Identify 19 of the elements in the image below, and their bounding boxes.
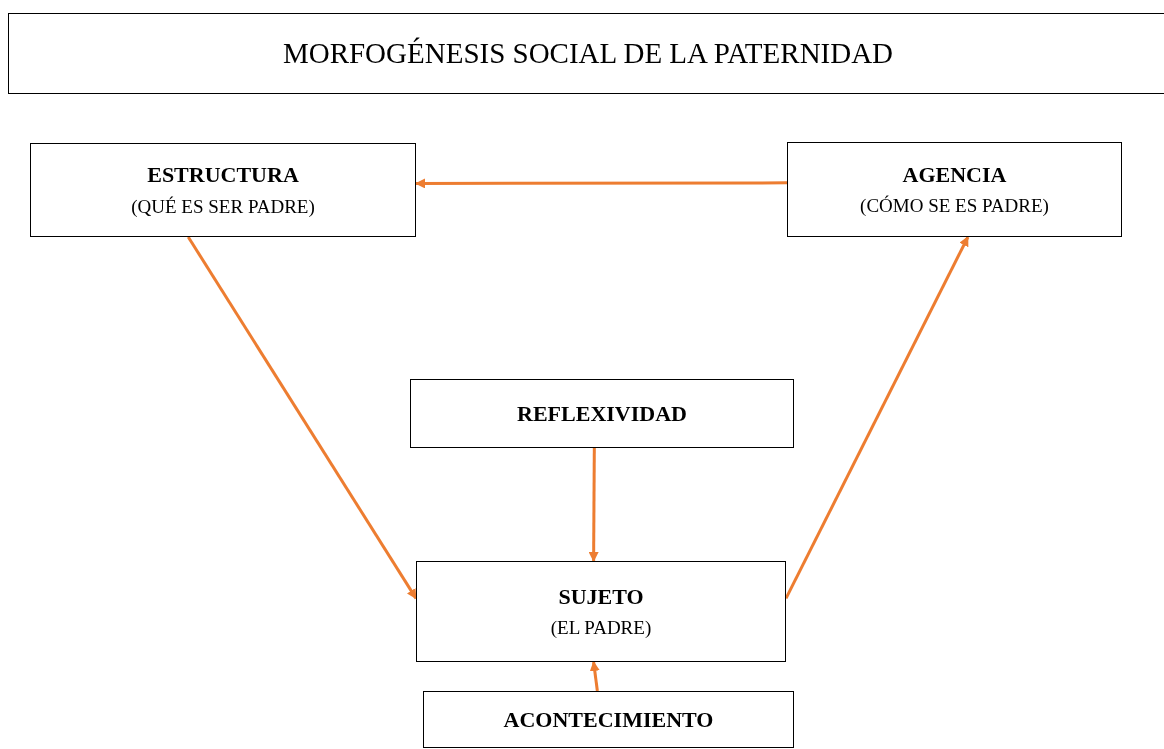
process-box (416, 561, 786, 662)
box-heading: AGENCIA (902, 160, 1007, 189)
process-box (30, 143, 416, 237)
diagram-title: MORFOGÉNESIS SOCIAL DE LA PATERNIDAD (282, 35, 894, 71)
arrow (415, 178, 787, 189)
process-box (787, 142, 1122, 237)
box-subtitle: (CÓMO SE ES PADRE) (860, 194, 1049, 219)
box-heading: ESTRUCTURA (147, 161, 299, 189)
arrow (589, 661, 600, 692)
box-heading: SUJETO (558, 582, 644, 611)
process-box (423, 691, 794, 748)
process-box (410, 379, 794, 448)
arrow (784, 236, 970, 600)
box-heading: REFLEXIVIDAD (517, 399, 687, 428)
arrow (187, 236, 418, 600)
arrow (588, 448, 599, 562)
box-subtitle: (EL PADRE) (550, 616, 652, 641)
box-heading: ACONTECIMIENTO (503, 705, 714, 734)
box-subtitle: (QUÉ ES SER PADRE) (131, 194, 315, 219)
